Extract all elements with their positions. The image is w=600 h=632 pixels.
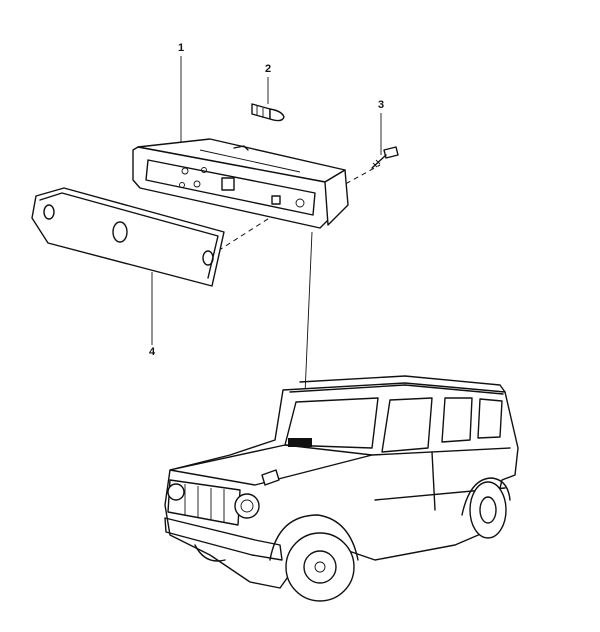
bulb-icon: [251, 103, 285, 122]
callout-3-label: 3: [378, 99, 384, 111]
screw-assembly-line: [337, 164, 381, 189]
callout-1-label: 1: [178, 42, 184, 54]
callout-2-label: 2: [265, 63, 271, 75]
callout-4-label: 4: [149, 346, 156, 358]
lens-cover-icon: [31, 187, 225, 287]
screw-icon: [371, 146, 399, 169]
suv-vehicle-icon: [164, 375, 519, 602]
lamp-housing-icon: [132, 138, 349, 229]
